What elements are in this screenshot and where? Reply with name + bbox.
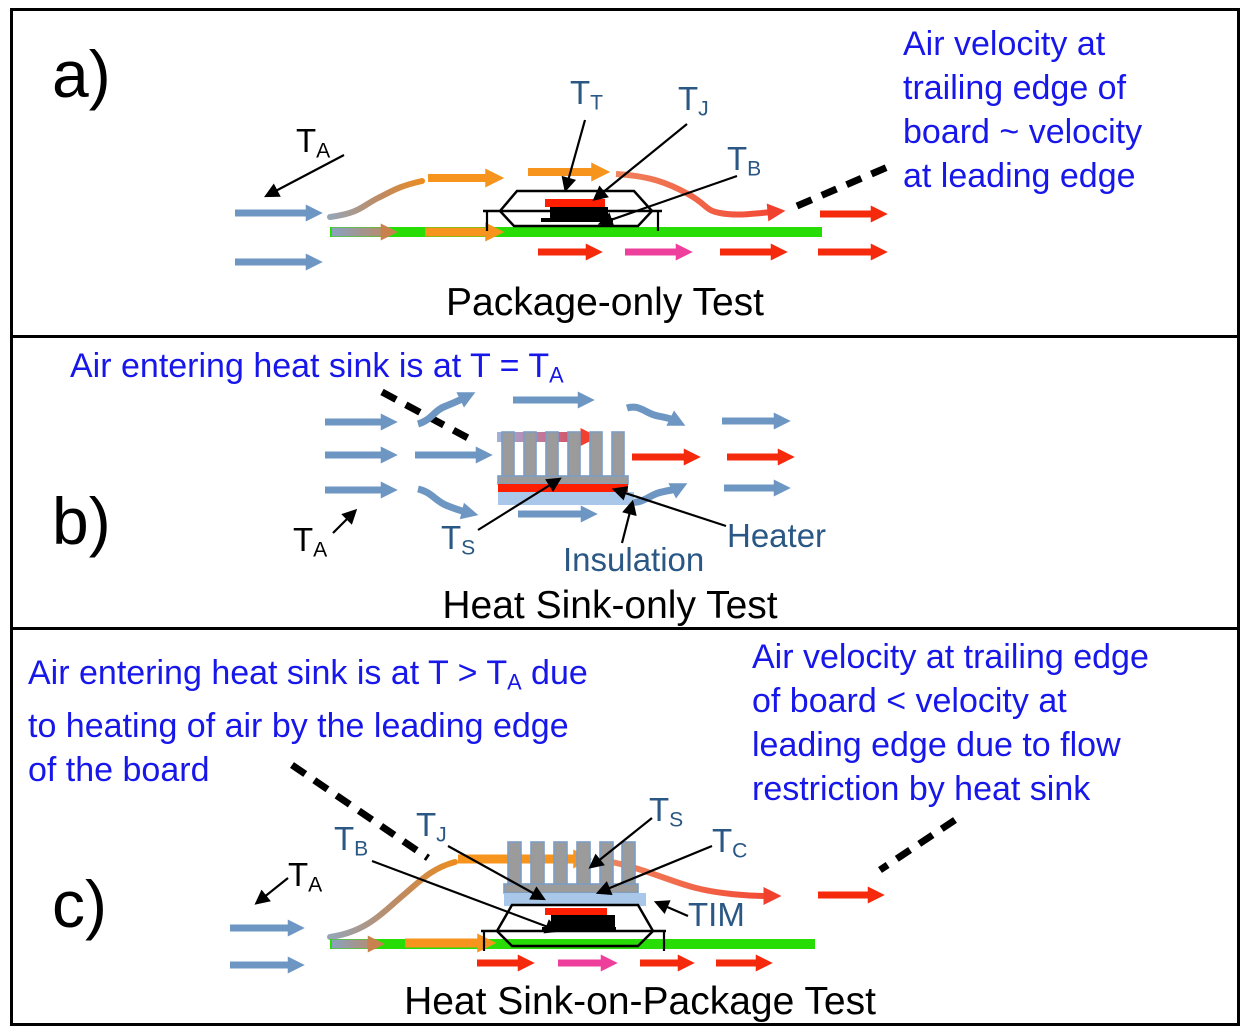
- panel-b-annotation-pre: Air entering heat sink is at T = T: [70, 347, 550, 385]
- panel-c-inlet-arrows: [230, 919, 305, 974]
- panel-b-letter: b): [52, 484, 111, 558]
- panel-c-die-pedestal: [542, 927, 616, 931]
- label-ts-b-sub: S: [461, 536, 476, 560]
- label-ts-b-main: T: [441, 519, 462, 556]
- label-ta-b-main: T: [293, 521, 314, 558]
- panel-c-descending-flow-line: [611, 859, 782, 905]
- label-ta-c: TA: [288, 856, 322, 897]
- panel-c-annotation-right-line3: leading edge due to flow: [752, 726, 1121, 764]
- label-tj-a: TJ: [678, 80, 709, 121]
- panel-a-die: [550, 207, 608, 218]
- panel-c-board: [330, 939, 815, 949]
- label-tt-sub: T: [590, 91, 604, 115]
- panel-a-caption: Package-only Test: [446, 281, 764, 324]
- panel-a-die-lid: [545, 199, 605, 207]
- label-ta-c-sub: A: [308, 873, 323, 897]
- label-ts-c-main: T: [649, 791, 670, 828]
- label-ts-c: TS: [649, 791, 683, 832]
- panel-b-air-arrows: [325, 391, 791, 523]
- label-tb-a-main: T: [727, 140, 748, 177]
- label-tj-a-sub: J: [698, 97, 709, 121]
- panel-b-annotation-sub: A: [549, 362, 564, 388]
- label-tb-a: TB: [727, 140, 761, 181]
- panel-b-caption: Heat Sink-only Test: [442, 584, 778, 627]
- label-tc-main: T: [712, 822, 733, 859]
- label-tb-a-sub: B: [747, 157, 762, 181]
- panel-c-annotation-left: Air entering heat sink is at T > TA due …: [28, 651, 588, 792]
- panel-a-outlet-arrows: [538, 205, 888, 261]
- panel-a-board: [330, 227, 822, 237]
- panel-a-die-pedestal: [541, 218, 613, 222]
- panel-c-rising-flow-line: [327, 859, 458, 940]
- label-tim: TIM: [688, 896, 745, 933]
- label-tj-c: TJ: [416, 806, 447, 847]
- panel-c-graphics: [230, 762, 957, 974]
- panel-a-rising-flow-line: [327, 178, 425, 220]
- label-ta-a: TA: [296, 122, 330, 163]
- label-tj-c-main: T: [416, 806, 437, 843]
- panel-c-pointer-lines: [254, 817, 713, 934]
- panel-b-graphics: [325, 388, 795, 544]
- label-tj-a-main: T: [678, 80, 699, 117]
- panel-c-die: [551, 915, 615, 927]
- label-ts-c-sub: S: [669, 808, 684, 832]
- panel-a-graphics: [235, 119, 892, 271]
- panel-c-left-dashed-line: [290, 762, 430, 861]
- panel-c-annotation-left-line2: to heating of air by the leading edge: [28, 707, 569, 746]
- panel-c-package-outline: [481, 903, 666, 951]
- panel-c-letter: c): [52, 867, 107, 941]
- panel-a-letter: a): [52, 37, 111, 111]
- panel-c-die-lid: [545, 908, 607, 915]
- panel-a-callout-dashed-line: [795, 162, 892, 210]
- panel-c-annotation-right-line2: of board < velocity at: [752, 682, 1067, 720]
- heat-sink-fins: [497, 431, 629, 485]
- panel-a-annotation-line1: Air velocity at: [903, 25, 1106, 63]
- label-tt-main: T: [570, 74, 591, 111]
- panel-c-left-line1-post: due: [521, 654, 588, 692]
- label-tb-c: TB: [334, 820, 368, 861]
- panel-a-descending-flow-line: [615, 171, 786, 222]
- panel-c-right-dashed-line: [878, 817, 957, 873]
- panel-b-annotation: Air entering heat sink is at T = TA: [70, 344, 564, 397]
- label-ta-b: TA: [293, 521, 327, 562]
- panel-b-heat-sink: [497, 431, 634, 505]
- panel-c-annotation-right-line1: Air velocity at trailing edge: [752, 638, 1149, 676]
- label-tc: TC: [712, 822, 747, 863]
- label-ta-a-main: T: [296, 122, 317, 159]
- label-heater: Heater: [727, 517, 827, 554]
- panel-a-annotation-line2: trailing edge of: [903, 69, 1127, 107]
- panel-a-pointer-lines: [264, 119, 738, 227]
- panel-c-annotation-right-line4: restriction by heat sink: [752, 770, 1091, 808]
- panel-c-caption: Heat Sink-on-Package Test: [404, 980, 876, 1023]
- panel-a-annotation: Air velocity at trailing edge of board ~…: [903, 22, 1142, 198]
- panel-b-callout-dashed-line: [380, 388, 470, 442]
- panel-a-annotation-line4: at leading edge: [903, 157, 1136, 195]
- panel-c-left-line1-sub: A: [507, 669, 522, 695]
- label-tt: TT: [570, 74, 603, 115]
- panel-a-annotation-line3: board ~ velocity: [903, 113, 1143, 151]
- label-tj-c-sub: J: [436, 823, 447, 847]
- label-insulation: Insulation: [563, 541, 705, 578]
- label-ta-b-sub: A: [313, 538, 328, 562]
- panel-a-over-package-arrows: [428, 162, 611, 188]
- panel-a-inlet-arrows: [235, 204, 323, 271]
- label-ta-a-sub: A: [316, 139, 331, 163]
- panel-c-annotation-left-line3: of the board: [28, 751, 210, 790]
- panel-c-left-line1-pre: Air entering heat sink is at T > T: [28, 654, 508, 692]
- label-tc-sub: C: [732, 839, 748, 863]
- panel-c-annotation-left-line1: Air entering heat sink is at T > TA due: [28, 651, 588, 704]
- heater-strip: [498, 484, 628, 492]
- panel-b-pointer-lines: [332, 477, 727, 544]
- panel-frames: [10, 8, 1240, 1026]
- label-tb-c-sub: B: [354, 837, 369, 861]
- panel-c-annotation-right: Air velocity at trailing edge of board <…: [752, 635, 1149, 811]
- label-ta-c-main: T: [288, 856, 309, 893]
- label-ts-b: TS: [441, 519, 475, 560]
- label-tb-c-main: T: [334, 820, 355, 857]
- insulation-strip: [498, 492, 634, 505]
